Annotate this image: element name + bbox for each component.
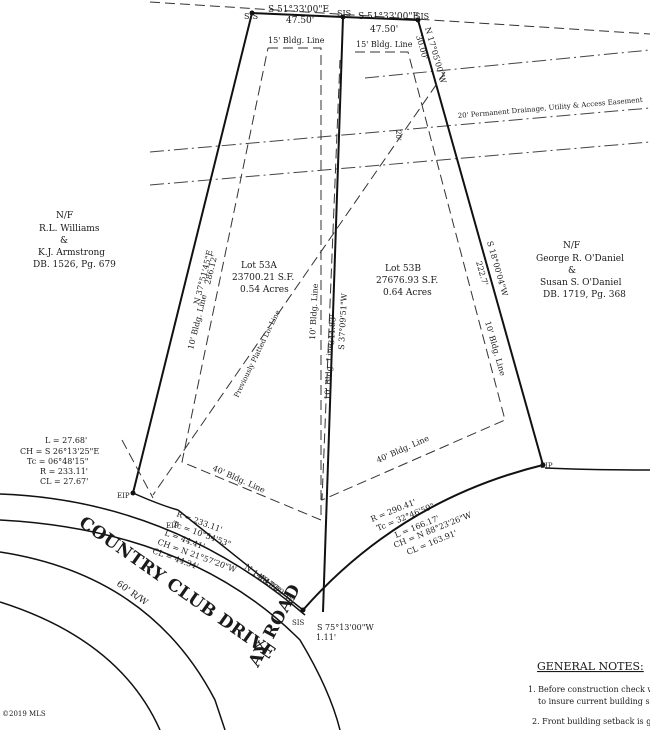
curve-leader xyxy=(121,439,154,499)
corner-marker-ne xyxy=(415,17,421,23)
top-dist-right: 47.50' xyxy=(370,25,398,35)
road-edge-lower xyxy=(0,551,226,730)
nf-right-name1: George R. O'Daniel xyxy=(536,254,624,264)
corner-marker-n xyxy=(340,14,346,20)
easement-line-mid xyxy=(149,107,650,153)
sis-label-4: SIS xyxy=(292,619,305,627)
lot-53a-acres: 0.54 Acres xyxy=(240,285,289,295)
corner-marker-nw xyxy=(249,10,255,16)
corner-marker-sw xyxy=(130,490,136,496)
nf-left-nf: N/F xyxy=(56,211,73,221)
bldg-line-10-mid1: 10' Bldg. Line xyxy=(308,283,320,340)
lot-53b-setback-lines xyxy=(321,51,506,501)
lot-53a-boundary xyxy=(132,11,345,613)
eip-label-mid: EIP xyxy=(166,522,179,530)
lot-53b-name: Lot 53B xyxy=(385,264,421,274)
lot-53b-sf: 27676.93 S.F. xyxy=(376,276,438,286)
lot-53a-setback-lines xyxy=(181,47,322,521)
nf-left-amp: & xyxy=(60,236,68,246)
note-1a: 1. Before construction check wit xyxy=(528,685,650,694)
easement-line-lower xyxy=(149,141,650,186)
curve-segment-1 xyxy=(132,492,179,511)
road-edge-right xyxy=(544,467,650,471)
bottom-dist: 1.11' xyxy=(316,633,336,642)
bottom-bearing: S 75°13'00"W xyxy=(317,623,374,632)
sis-label-2: SIS xyxy=(337,9,351,18)
previously-platted-lot-line xyxy=(152,71,446,496)
lot-53b-acres: 0.64 Acres xyxy=(383,288,432,298)
top-boundary-dashed xyxy=(149,1,650,35)
watermark: ©2019 MLS xyxy=(2,710,46,718)
lot-53b-front-curve xyxy=(302,464,544,611)
road-edge-top xyxy=(0,493,306,616)
sis-label-3: SIS xyxy=(415,12,429,21)
eip-label-right: EIP xyxy=(540,462,553,470)
note-2: 2. Front building setback is grea xyxy=(532,717,650,726)
nf-left-name2: K.J. Armstrong xyxy=(38,248,105,258)
bldg-line-10-mid2: 10' Bldg. Line xyxy=(323,343,335,400)
frontage-dist: 48.02' xyxy=(257,572,283,594)
prev-lot-line-label: Previously Platted Lot Line xyxy=(233,309,282,399)
nf-left-book: DB. 1526, Pg. 679 xyxy=(33,260,116,270)
notes-title: GENERAL NOTES: xyxy=(537,660,644,673)
lot-53a-sf: 23700.21 S.F. xyxy=(232,273,294,283)
eip-label-left: EIP xyxy=(117,492,130,500)
nf-right-name2: Susan S. O'Daniel xyxy=(540,278,622,288)
nf-right-amp: & xyxy=(568,266,576,276)
frontage-line xyxy=(177,509,304,611)
curve1-cl: CL = 27.67' xyxy=(40,477,88,486)
easement-label: 20' Permanent Drainage, Utility & Access… xyxy=(457,96,643,120)
road-edge-curve xyxy=(0,519,341,730)
top-dist-left: 47.50' xyxy=(286,16,314,26)
small-dist-label: 20' xyxy=(394,130,402,141)
easement-line-upper xyxy=(364,49,650,79)
mid-dist: 344.83' xyxy=(327,314,338,345)
lot-53a-name: Lot 53A xyxy=(241,261,277,271)
curve1-ch: CH = S 26°13'25"E xyxy=(20,447,99,456)
bldg-line-15-left: 15' Bldg. Line xyxy=(268,36,325,45)
sis-label-1: SIS xyxy=(244,12,258,21)
nf-left-name1: R.L. Williams xyxy=(39,224,100,234)
bldg-line-40-right: 40' Bldg. Line xyxy=(375,434,430,465)
road-edge-bottom xyxy=(0,601,161,730)
nf-right-nf: N/F xyxy=(563,241,580,251)
lot-53b-boundary xyxy=(342,16,544,466)
mid-bearing: S 37°09'51"W xyxy=(337,292,349,350)
bldg-line-15-right: 15' Bldg. Line xyxy=(356,40,413,49)
curve1-tc: Tc = 06°48'15" xyxy=(27,457,88,466)
bldg-line-40-left: 40' Bldg. Line xyxy=(211,464,266,495)
note-1b: to insure current building setba xyxy=(538,697,650,706)
top-bearing-right: S 51°33'00"E xyxy=(358,12,419,22)
top-bearing-left: S 51°33'00"E xyxy=(268,5,329,15)
corner-marker-s xyxy=(300,607,306,613)
bldg-line-10-left: 10' Bldg. Line xyxy=(186,293,208,350)
nf-right-book: DB. 1719, Pg. 368 xyxy=(543,290,626,300)
curve1-r: R = 233.11' xyxy=(40,467,88,476)
corner-marker-se xyxy=(540,462,546,468)
curve1-l: L = 27.68' xyxy=(45,436,87,445)
